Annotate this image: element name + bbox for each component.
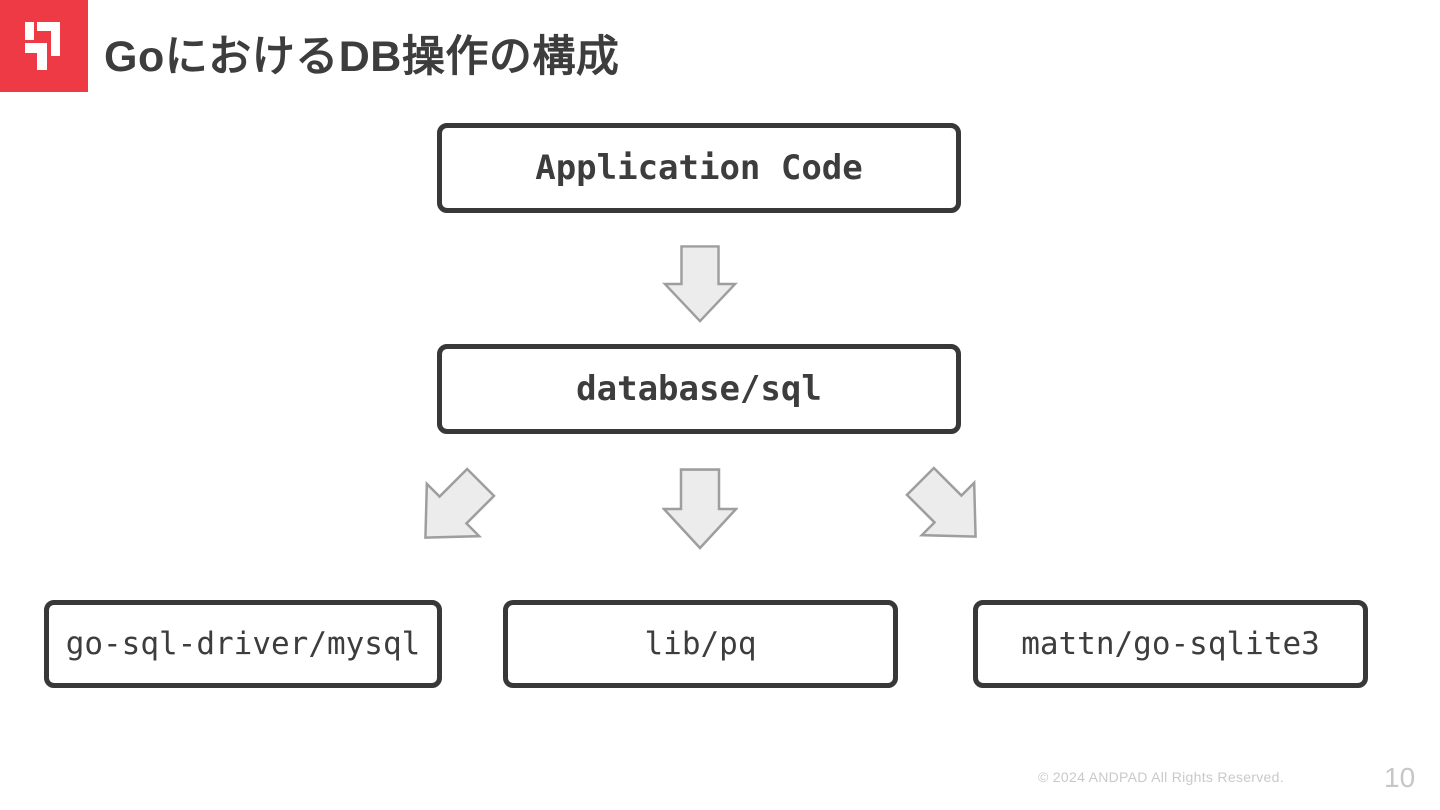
down-left-arrow-icon	[398, 455, 508, 570]
andpad-logo-icon	[0, 0, 88, 92]
node-mattn-go-sqlite3: mattn/go-sqlite3	[973, 600, 1368, 688]
node-label: mattn/go-sqlite3	[1021, 626, 1320, 662]
page-title: GoにおけるDB操作の構成	[104, 33, 620, 81]
node-application-code: Application Code	[437, 123, 961, 213]
node-lib-pq: lib/pq	[503, 600, 898, 688]
page-number: 10	[1384, 762, 1416, 793]
down-right-arrow-icon	[893, 454, 1003, 569]
node-label: lib/pq	[644, 626, 757, 662]
copyright-text: © 2024 ANDPAD All Rights Reserved.	[1038, 769, 1284, 785]
node-label: Application Code	[535, 148, 863, 188]
node-label: database/sql	[576, 369, 822, 409]
node-database-sql: database/sql	[437, 344, 961, 434]
down-arrow-icon	[661, 468, 739, 555]
node-go-sql-driver-mysql: go-sql-driver/mysql	[44, 600, 442, 688]
node-label: go-sql-driver/mysql	[65, 626, 421, 662]
down-arrow-icon	[662, 245, 738, 328]
